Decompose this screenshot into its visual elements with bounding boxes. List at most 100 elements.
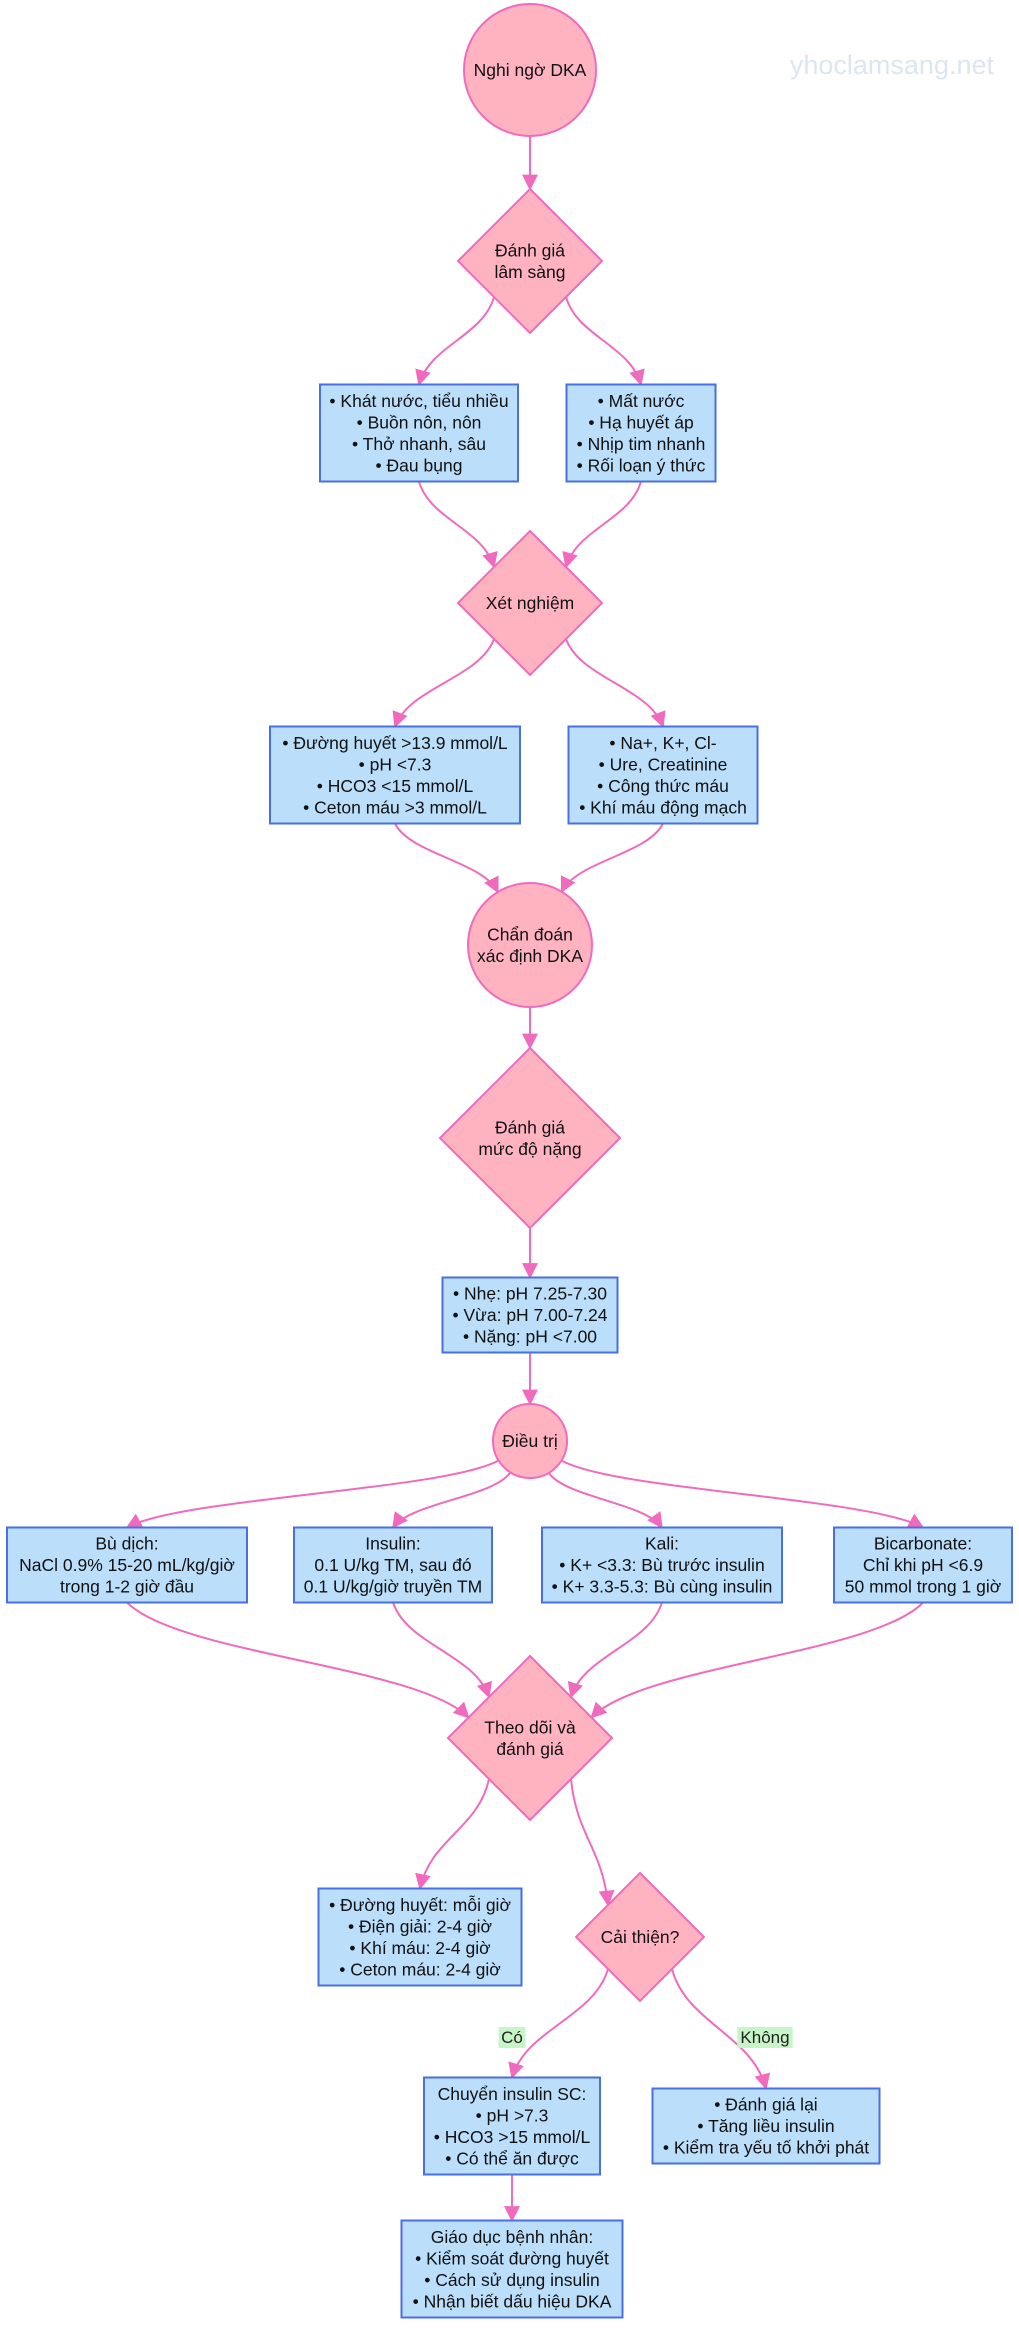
node-text-line: • Nhận biết dấu hiệu DKA bbox=[413, 2291, 612, 2311]
box-shape bbox=[319, 383, 519, 483]
node-text-line: Nghi ngờ DKA bbox=[474, 60, 587, 80]
node-text-line: • Vừa: pH 7.00-7.24 bbox=[452, 1305, 607, 1325]
node-text-line: 0.1 U/kg TM, sau đó bbox=[314, 1555, 471, 1575]
box-shape bbox=[400, 2219, 624, 2319]
circle-shape bbox=[467, 882, 593, 1008]
edge-monitor-to-monitor-schedule bbox=[415, 1778, 490, 1891]
node-text-line: Xét nghiệm bbox=[486, 593, 575, 613]
node-text-line: Chuyển insulin SC: bbox=[438, 2084, 587, 2104]
box-shape bbox=[541, 1526, 783, 1604]
node-text-line: • Khí máu động mạch bbox=[579, 797, 747, 817]
edge-treatment-to-bicarbonate bbox=[560, 1459, 925, 1529]
node-text-line: Đánh giá bbox=[495, 240, 565, 260]
diamond-shape bbox=[446, 1654, 614, 1822]
box-shape bbox=[567, 725, 759, 825]
box-shape bbox=[441, 1276, 619, 1354]
node-text-line: • pH <7.3 bbox=[359, 754, 432, 774]
edge-potassium-to-monitor bbox=[567, 1602, 663, 1699]
edge-label-switch-sc: Có bbox=[498, 2027, 526, 2048]
edge-label-reassess: Không bbox=[737, 2027, 793, 2048]
edge-monitor-to-improved bbox=[570, 1778, 615, 1907]
edge-improved-to-reassess bbox=[671, 1968, 771, 2091]
node-text-line: Chỉ khi pH <6.9 bbox=[863, 1555, 983, 1575]
edge-fluids-to-monitor bbox=[126, 1601, 470, 1719]
circle-shape bbox=[492, 1403, 568, 1479]
node-text-line: • Ceton máu >3 mmol/L bbox=[303, 797, 487, 817]
edge-symptoms-to-labs bbox=[418, 481, 498, 569]
node-text-line: Giáo dục bệnh nhân: bbox=[431, 2227, 594, 2247]
node-text-line: Bicarbonate: bbox=[874, 1534, 972, 1554]
node-text-line: • Đánh giá lại bbox=[714, 2095, 817, 2115]
box-shape bbox=[293, 1526, 493, 1604]
diamond-shape bbox=[456, 529, 604, 677]
box-shape bbox=[833, 1526, 1013, 1604]
node-text-line: • Rối loạn ý thức bbox=[577, 455, 706, 475]
edge-signs-to-labs bbox=[562, 481, 642, 569]
edge-labs-to-other-labs bbox=[565, 638, 666, 729]
node-text-line: xác định DKA bbox=[477, 946, 583, 966]
box-shape bbox=[6, 1526, 248, 1604]
node-text-line: lâm sàng bbox=[494, 262, 565, 282]
circle-shape bbox=[463, 3, 597, 137]
edge-treatment-to-insulin bbox=[392, 1471, 512, 1529]
node-text-line: Theo dõi và bbox=[484, 1717, 576, 1737]
node-text-line: trong 1-2 giờ đầu bbox=[60, 1577, 194, 1597]
box-shape bbox=[423, 2076, 601, 2176]
diamond-shape bbox=[574, 1871, 706, 2003]
edge-label-text: Không bbox=[740, 2028, 789, 2047]
node-potassium: Kali:• K+ <3.3: Bù trước insulin• K+ 3.3… bbox=[541, 1526, 783, 1604]
node-text-line: • Ceton máu: 2-4 giờ bbox=[339, 1959, 501, 1979]
node-text-line: • HCO3 >15 mmol/L bbox=[434, 2127, 591, 2147]
node-text-line: • HCO3 <15 mmol/L bbox=[317, 776, 474, 796]
node-text-line: • K+ 3.3-5.3: Bù cùng insulin bbox=[552, 1577, 773, 1597]
node-severity-levels: • Nhẹ: pH 7.25-7.30• Vừa: pH 7.00-7.24• … bbox=[441, 1276, 619, 1354]
box-shape bbox=[317, 1887, 523, 1987]
node-text-line: Insulin: bbox=[365, 1534, 420, 1554]
node-text-line: • Đường huyết >13.9 mmol/L bbox=[282, 733, 508, 753]
node-text-line: • pH >7.3 bbox=[476, 2105, 549, 2125]
node-other-labs: • Na+, K+, Cl-• Ure, Creatinine• Công th… bbox=[567, 725, 759, 825]
edge-clinical-assess-to-signs bbox=[565, 296, 645, 387]
node-labs: Xét nghiệm bbox=[456, 529, 604, 677]
node-text-line: • Đường huyết: mỗi giờ bbox=[329, 1894, 511, 1915]
node-text-line: Kali: bbox=[645, 1534, 679, 1554]
edge-bicarbonate-to-monitor bbox=[590, 1601, 924, 1719]
node-text-line: mức độ nặng bbox=[478, 1139, 581, 1159]
node-improved: Cải thiện? bbox=[574, 1871, 706, 2003]
node-insulin: Insulin:0.1 U/kg TM, sau đó0.1 U/kg/giờ … bbox=[293, 1526, 493, 1604]
node-text-line: • K+ <3.3: Bù trước insulin bbox=[559, 1555, 764, 1575]
node-text-line: • Thở nhanh, sâu bbox=[352, 434, 486, 454]
node-text-line: 0.1 U/kg/giờ truyền TM bbox=[304, 1577, 482, 1597]
node-text-line: • Mất nước bbox=[598, 391, 685, 411]
node-text-line: • Cách sử dụng insulin bbox=[424, 2270, 599, 2290]
node-treatment: Điều trị bbox=[492, 1403, 568, 1479]
edge-insulin-to-monitor bbox=[392, 1602, 492, 1699]
node-text-line: • Tăng liều insulin bbox=[697, 2116, 834, 2136]
node-text-line: • Kiểm soát đường huyết bbox=[415, 2248, 609, 2268]
node-text-line: • Nhẹ: pH 7.25-7.30 bbox=[453, 1284, 607, 1304]
node-text-line: • Điện giải: 2-4 giờ bbox=[348, 1916, 492, 1936]
node-text-line: NaCl 0.9% 15-20 mL/kg/giờ bbox=[19, 1555, 235, 1575]
node-switch-sc: Chuyển insulin SC:• pH >7.3• HCO3 >15 mm… bbox=[423, 2076, 601, 2176]
edge-label-bg bbox=[498, 2027, 526, 2048]
diamond-shape bbox=[456, 187, 604, 335]
edge-treatment-to-fluids bbox=[125, 1459, 500, 1529]
edge-diag-criteria-to-confirm bbox=[394, 823, 499, 894]
node-start: Nghi ngờ DKA bbox=[463, 3, 597, 137]
edges-layer bbox=[125, 136, 925, 2223]
node-text-line: • Nặng: pH <7.00 bbox=[463, 1327, 597, 1347]
edge-other-labs-to-confirm bbox=[560, 823, 664, 894]
node-text-line: • Công thức máu bbox=[597, 776, 729, 796]
edge-treatment-to-potassium bbox=[547, 1472, 663, 1529]
edge-label-bg bbox=[737, 2027, 793, 2048]
node-text-line: Đánh giá bbox=[495, 1117, 565, 1137]
node-text-line: Bù dịch: bbox=[95, 1534, 158, 1554]
node-text-line: • Khát nước, tiểu nhiều bbox=[329, 391, 508, 411]
